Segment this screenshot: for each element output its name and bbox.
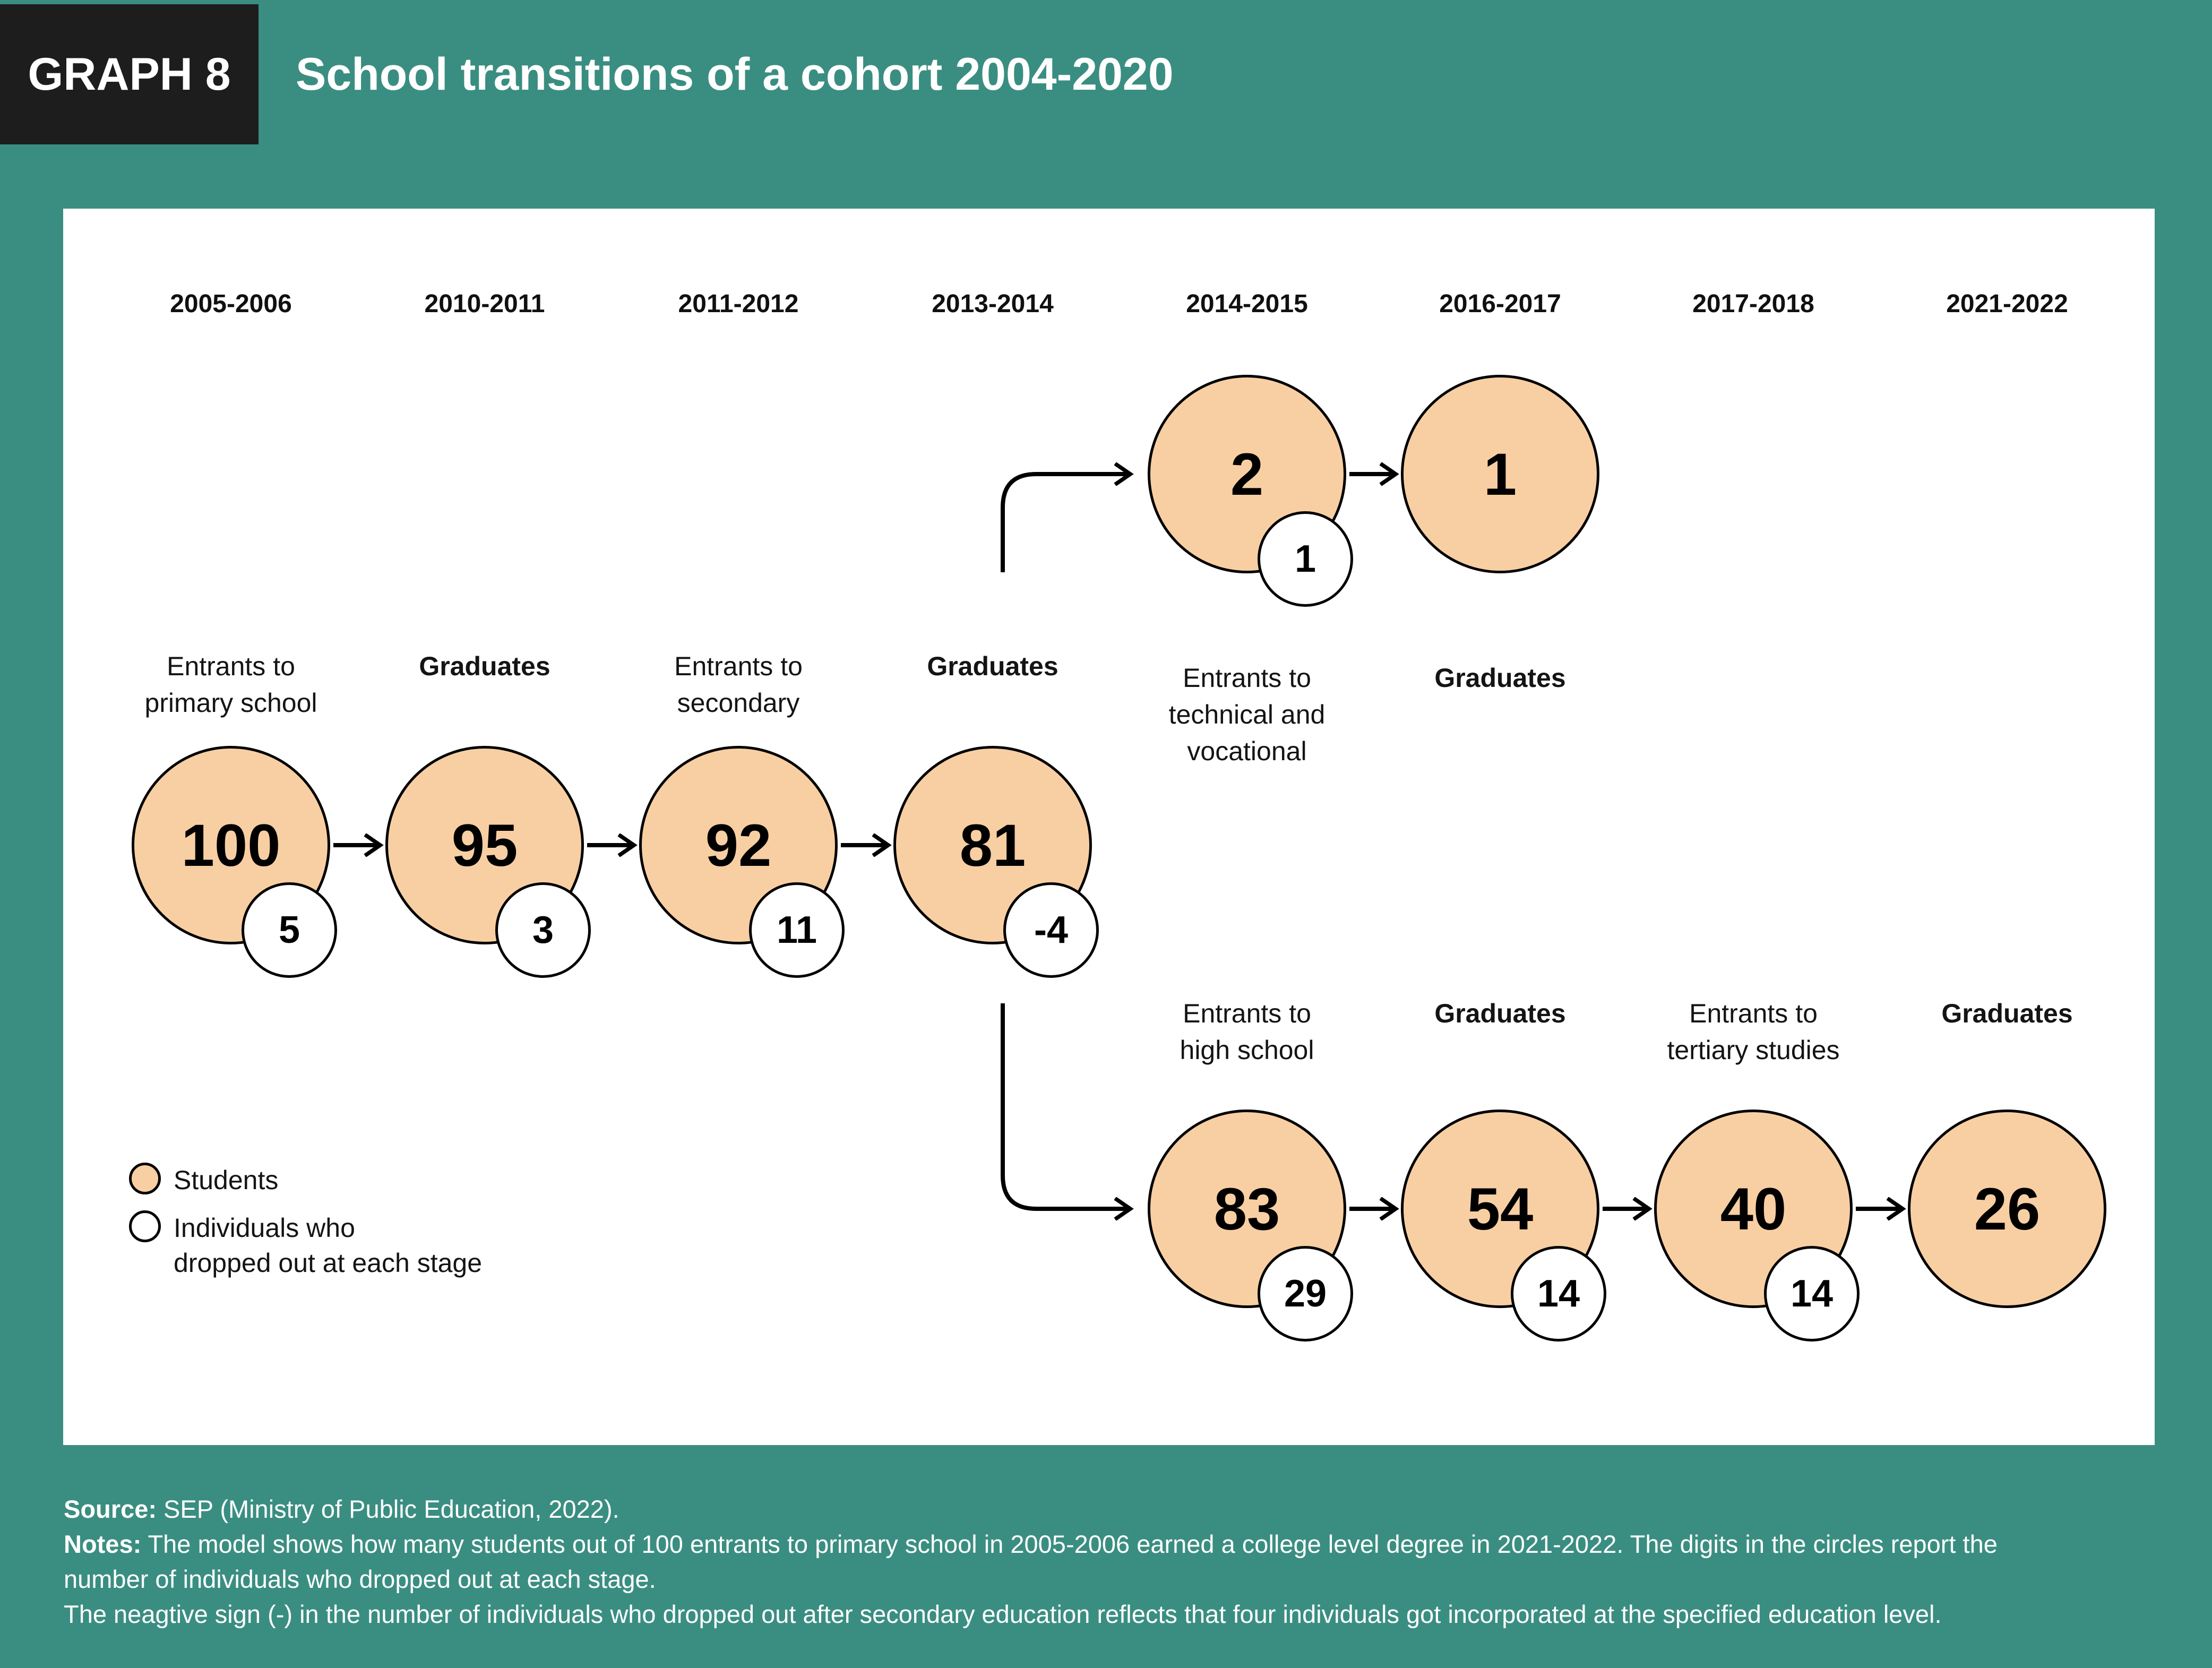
stage-label-line: Graduates bbox=[419, 651, 550, 681]
graph-tag-box: GRAPH 8 bbox=[0, 4, 259, 144]
stage-label-entrants-highschool: Entrants to high school bbox=[1120, 995, 1374, 1069]
student-node-value: 81 bbox=[959, 812, 1026, 879]
student-node-value: 1 bbox=[1483, 441, 1517, 508]
dropout-node-14a: 14 bbox=[1511, 1246, 1606, 1342]
dropout-node-11: 11 bbox=[749, 882, 845, 978]
legend-students: Students bbox=[129, 1163, 278, 1198]
year-label-5: 2014-2015 bbox=[1186, 290, 1308, 318]
stage-label-line: vocational bbox=[1187, 736, 1307, 766]
stage-label-entrants-secondary: Entrants to secondary bbox=[611, 648, 866, 721]
elbow-arrow-81-to-technical bbox=[1001, 474, 1129, 572]
stage-label-entrants-technical: Entrants to technical and vocational bbox=[1120, 660, 1374, 770]
dropout-node-29: 29 bbox=[1258, 1246, 1353, 1342]
dropout-node-3: 3 bbox=[495, 882, 591, 978]
student-node-value: 54 bbox=[1467, 1175, 1534, 1242]
legend-students-label: Students bbox=[174, 1165, 279, 1195]
graph-tag-label: GRAPH 8 bbox=[28, 48, 231, 100]
student-node-1: 1 bbox=[1401, 375, 1599, 573]
year-label-6: 2016-2017 bbox=[1439, 290, 1561, 318]
stage-label-graduates-primary: Graduates bbox=[357, 648, 612, 685]
notes-line-2: number of individuals who dropped out at… bbox=[64, 1562, 2212, 1597]
dropout-node-value: 3 bbox=[532, 909, 554, 951]
dropout-node-14b: 14 bbox=[1764, 1246, 1860, 1342]
year-label-2: 2010-2011 bbox=[424, 290, 545, 318]
stage-label-line: Entrants to bbox=[167, 651, 295, 681]
stage-label-entrants-tertiary: Entrants to tertiary studies bbox=[1626, 995, 1881, 1069]
stage-label-graduates-secondary: Graduates bbox=[865, 648, 1120, 685]
student-node-value: 92 bbox=[705, 812, 772, 879]
page-title: School transitions of a cohort 2004-2020 bbox=[296, 48, 1174, 100]
student-node-95: 95 bbox=[385, 746, 584, 944]
legend-dropouts-label: Individuals who dropped out at each stag… bbox=[174, 1210, 482, 1280]
stage-label-line: high school bbox=[1180, 1035, 1314, 1065]
dropout-node-value: -4 bbox=[1034, 909, 1069, 951]
dropout-node-5: 5 bbox=[242, 882, 337, 978]
notes-text-1: The model shows how many students out of… bbox=[141, 1530, 1998, 1558]
notes-line-3: The neagtive sign (-) in the number of i… bbox=[64, 1597, 2212, 1632]
stage-label-line: Graduates bbox=[1434, 663, 1566, 693]
stage-label-graduates-technical: Graduates bbox=[1373, 660, 1628, 697]
year-label-7: 2017-2018 bbox=[1692, 290, 1814, 318]
stage-label-entrants-primary: Entrants to primary school bbox=[104, 648, 358, 721]
footer-notes: Source: SEP (Ministry of Public Educatio… bbox=[64, 1492, 2212, 1632]
notes-line-1: Notes: The model shows how many students… bbox=[64, 1527, 2212, 1562]
legend-dropouts: Individuals who dropped out at each stag… bbox=[129, 1210, 482, 1280]
student-node-value: 2 bbox=[1230, 441, 1264, 508]
stage-label-line: Entrants to bbox=[1689, 999, 1818, 1028]
student-node-83: 83 bbox=[1148, 1110, 1346, 1308]
notes-text-3: The neagtive sign (-) in the number of i… bbox=[64, 1600, 1942, 1628]
stage-label-line: Entrants to bbox=[1183, 999, 1311, 1028]
source-label: Source: bbox=[64, 1495, 157, 1523]
legend-dropouts-line1: Individuals who bbox=[174, 1213, 355, 1243]
year-label-3: 2011-2012 bbox=[678, 290, 799, 318]
stage-label-line: Entrants to bbox=[1183, 663, 1311, 693]
student-node-value: 100 bbox=[181, 812, 281, 879]
dropout-node-value: 5 bbox=[278, 909, 300, 951]
student-node-value: 95 bbox=[451, 812, 518, 879]
stage-label-line: tertiary studies bbox=[1667, 1035, 1840, 1065]
source-text: SEP (Ministry of Public Education, 2022)… bbox=[157, 1495, 619, 1523]
dropout-node-minus4: -4 bbox=[1003, 882, 1099, 978]
notes-text-2: number of individuals who dropped out at… bbox=[64, 1565, 656, 1593]
year-label-8: 2021-2022 bbox=[1946, 290, 2068, 318]
stage-label-graduates-tertiary: Graduates bbox=[1880, 995, 2134, 1032]
stage-label-graduates-highschool: Graduates bbox=[1373, 995, 1628, 1032]
dropout-node-value: 11 bbox=[776, 909, 817, 951]
dropout-node-value: 14 bbox=[1537, 1273, 1580, 1315]
stage-label-line: Graduates bbox=[927, 651, 1058, 681]
stage-label-line: primary school bbox=[144, 688, 317, 718]
diagram-panel: 2005-2006 2010-2011 2011-2012 2013-2014 … bbox=[63, 209, 2155, 1445]
year-label-4: 2013-2014 bbox=[932, 290, 1054, 318]
student-node-value: 26 bbox=[1974, 1175, 2041, 1242]
source-line: Source: SEP (Ministry of Public Educatio… bbox=[64, 1492, 2212, 1527]
dropouts-legend-circle-icon bbox=[129, 1210, 161, 1242]
legend-dropouts-line2: dropped out at each stage bbox=[174, 1248, 483, 1278]
year-label-1: 2005-2006 bbox=[170, 290, 292, 318]
elbow-arrow-81-to-highschool bbox=[1001, 1003, 1129, 1209]
stage-label-line: secondary bbox=[677, 688, 800, 718]
stage-label-line: technical and bbox=[1168, 700, 1326, 729]
student-node-26: 26 bbox=[1908, 1110, 2106, 1308]
dropout-node-1: 1 bbox=[1258, 511, 1353, 607]
student-node-54: 54 bbox=[1401, 1110, 1599, 1308]
dropout-node-value: 1 bbox=[1294, 538, 1316, 580]
notes-label: Notes: bbox=[64, 1530, 142, 1558]
stage-label-line: Graduates bbox=[1434, 999, 1566, 1028]
students-legend-circle-icon bbox=[129, 1163, 161, 1194]
student-node-value: 83 bbox=[1213, 1175, 1280, 1242]
student-node-value: 40 bbox=[1720, 1175, 1787, 1242]
stage-label-line: Graduates bbox=[1941, 999, 2073, 1028]
dropout-node-value: 29 bbox=[1284, 1273, 1327, 1315]
stage-label-line: Entrants to bbox=[674, 651, 803, 681]
dropout-node-value: 14 bbox=[1790, 1273, 1834, 1315]
